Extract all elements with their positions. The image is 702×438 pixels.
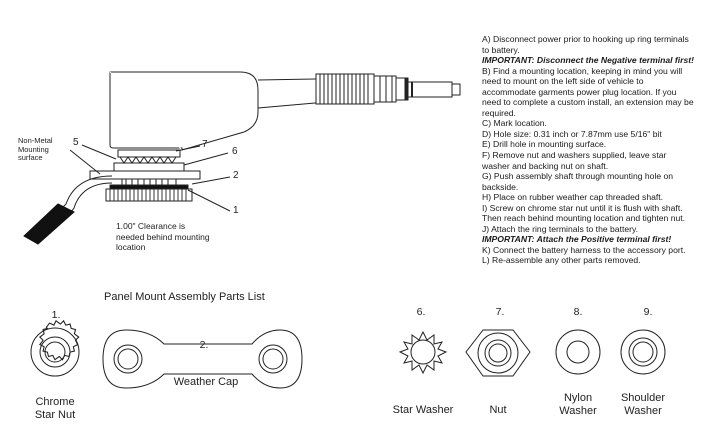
instruction-c: C) Mark location. bbox=[482, 118, 547, 129]
instruction-important-positive: IMPORTANT: Attach the Positive terminal … bbox=[482, 234, 672, 245]
plug-connector bbox=[315, 73, 461, 105]
weather-cap-drawing bbox=[102, 329, 303, 389]
shoulder-washer-drawing bbox=[620, 329, 666, 375]
part-number-8: 8. bbox=[573, 306, 583, 318]
part-name-star-washer: Star Washer bbox=[392, 404, 454, 416]
harness-wire bbox=[57, 175, 113, 213]
instruction-i: I) Screw on chrome star nut until it is … bbox=[482, 202, 686, 224]
part-number-9: 9. bbox=[643, 306, 653, 318]
instruction-g: G) Push assembly shaft through mounting … bbox=[482, 171, 674, 192]
instruction-a: A) Disconnect power prior to hooking up … bbox=[482, 34, 689, 55]
instruction-b: B) Find a mounting location, keeping in … bbox=[482, 65, 694, 118]
callout-2: 2 bbox=[233, 170, 239, 181]
callout-7: 7 bbox=[202, 139, 208, 150]
part-name-weather-cap: Weather Cap bbox=[173, 376, 239, 388]
part-number-7: 7. bbox=[495, 306, 505, 318]
instruction-j: J) Attach the ring terminals to the batt… bbox=[482, 223, 639, 234]
part-number-2: 2. bbox=[199, 339, 209, 351]
part-number-6: 6. bbox=[416, 306, 426, 318]
part-name-nut: Nut bbox=[489, 404, 507, 416]
mounting-surface-label: Non-Metal Mounting surface bbox=[18, 136, 53, 162]
washer-stack bbox=[89, 149, 201, 202]
instruction-l: L) Re-assemble any other parts removed. bbox=[482, 255, 641, 266]
chrome-star-nut-drawing bbox=[30, 319, 80, 377]
star-washer-drawing bbox=[398, 330, 448, 375]
instruction-k: K) Connect the battery harness to the ac… bbox=[482, 244, 686, 255]
callout-5: 5 bbox=[73, 137, 79, 148]
instruction-d: D) Hole size: 0.31 inch or 7.87mm use 5/… bbox=[482, 128, 662, 139]
instruction-important-negative: IMPORTANT: Disconnect the Negative termi… bbox=[482, 55, 695, 66]
callout-1: 1 bbox=[233, 205, 239, 216]
clearance-note: 1.00" Clearance is needed behind mountin… bbox=[116, 221, 210, 252]
instruction-e: E) Drill hole in mounting surface. bbox=[482, 139, 607, 150]
part-name-shoulder-washer: Shoulder Washer bbox=[620, 392, 666, 417]
part-number-1: 1. bbox=[51, 309, 61, 321]
part-name-nylon-washer: Nylon Washer bbox=[559, 392, 597, 417]
nut-drawing bbox=[465, 329, 531, 377]
instruction-f: F) Remove nut and washers supplied, leav… bbox=[482, 150, 667, 171]
parts-illustrations bbox=[30, 319, 666, 389]
installation-instructions: A) Disconnect power prior to hooking up … bbox=[482, 34, 696, 266]
instruction-h: H) Place on rubber weather cap threaded … bbox=[482, 192, 664, 203]
callout-6: 6 bbox=[232, 146, 238, 157]
parts-list-title: Panel Mount Assembly Parts List bbox=[104, 291, 265, 303]
plug-body bbox=[109, 71, 259, 151]
ring-terminal bbox=[23, 203, 75, 245]
part-name-chrome-star-nut: Chrome Star Nut bbox=[34, 396, 76, 421]
nylon-washer-drawing bbox=[555, 329, 601, 375]
assembly-diagram bbox=[23, 71, 461, 245]
